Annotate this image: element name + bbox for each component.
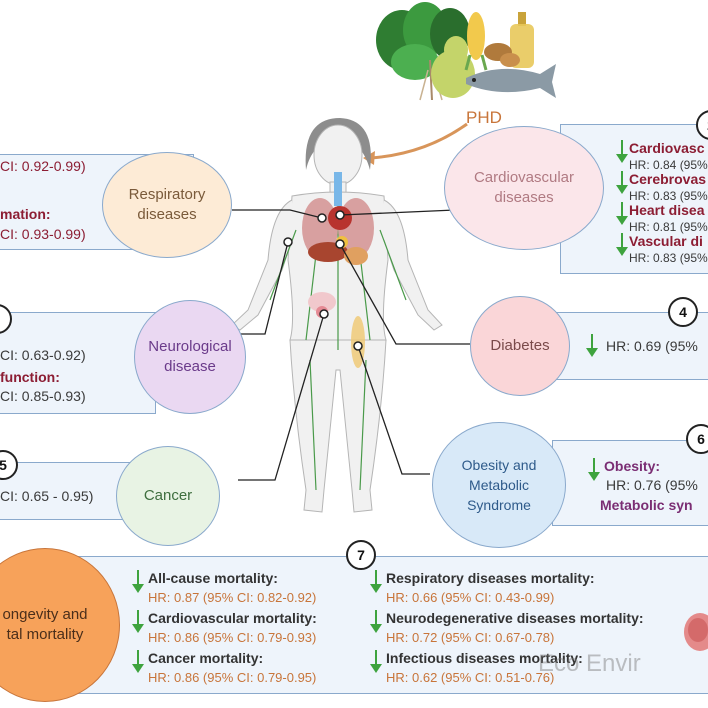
healthy-food-illustration (376, 2, 556, 101)
down-arrow-icon (586, 334, 598, 357)
mortality-item-hr: HR: 0.72 (95% CI: 0.67-0.78) (386, 630, 555, 645)
down-arrow-icon (132, 610, 144, 633)
respiratory-hr-2: CI: 0.93-0.99) (0, 226, 86, 242)
mortality-item-title: Cancer mortality: (148, 650, 264, 666)
cardiovascular-item-title: Cardiovasc (629, 140, 705, 156)
neurological-title-2: function: (0, 369, 60, 385)
cardiovascular-item-hr: HR: 0.83 (95% (629, 189, 708, 203)
mortality-item-hr: HR: 0.66 (95% CI: 0.43-0.99) (386, 590, 555, 605)
mortality-item-title: Cardiovascular mortality: (148, 610, 317, 626)
cardiovascular-circle: Cardiovascular diseases (444, 126, 604, 250)
mortality-item-title: Neurodegenerative diseases mortality: (386, 610, 644, 626)
down-arrow-icon (616, 171, 628, 194)
neurological-circle: Neurological disease (134, 300, 246, 414)
neurological-panel (0, 312, 156, 414)
down-arrow-icon (616, 233, 628, 256)
diet-label: PHD (466, 108, 502, 127)
cardiovascular-item-title: Heart disea (629, 202, 705, 218)
down-arrow-icon (132, 650, 144, 673)
mortality-item-hr: HR: 0.62 (95% CI: 0.51-0.76) (386, 670, 555, 685)
longevity-badge: 7 (346, 540, 376, 570)
obesity-title: Obesity: (604, 458, 661, 474)
down-arrow-icon (588, 458, 600, 481)
diabetes-hr: HR: 0.69 (95% (606, 338, 698, 354)
watermark-text: Eco Envir (538, 650, 641, 677)
cancer-hr: CI: 0.65 - 0.95) (0, 488, 94, 504)
longevity-panel (60, 556, 708, 694)
respiratory-title-2: mation: (0, 206, 51, 222)
mortality-item-hr: HR: 0.86 (95% CI: 0.79-0.95) (148, 670, 317, 685)
neurological-hr-2: CI: 0.85-0.93) (0, 388, 86, 404)
down-arrow-icon (370, 650, 382, 673)
mortality-item-hr: HR: 0.86 (95% CI: 0.79-0.93) (148, 630, 317, 645)
mortality-item-title: Infectious diseases mortality: (386, 650, 583, 666)
longevity-circle: ongevity and tal mortality (0, 548, 120, 702)
down-arrow-icon (370, 570, 382, 593)
diabetes-circle: Diabetes (470, 296, 570, 396)
mortality-item-title: All-cause mortality: (148, 570, 278, 586)
cardiovascular-item-hr: HR: 0.83 (95% (629, 251, 708, 265)
down-arrow-icon (616, 202, 628, 225)
cardiovascular-item-title: Vascular di (629, 233, 703, 249)
obesity-hr: HR: 0.76 (95% (606, 477, 698, 493)
mortality-item-title: Respiratory diseases mortality: (386, 570, 595, 586)
cardiovascular-item-title: Cerebrovas (629, 171, 707, 187)
down-arrow-icon (132, 570, 144, 593)
cancer-circle: Cancer (116, 446, 220, 546)
obesity-circle: Obesity and Metabolic Syndrome (432, 422, 566, 548)
neurological-hr-1: CI: 0.63-0.92) (0, 347, 86, 363)
obesity-badge: 6 (686, 424, 708, 454)
respiratory-circle: Respiratory diseases (102, 152, 232, 258)
down-arrow-icon (370, 610, 382, 633)
respiratory-hr-1: CI: 0.92-0.99) (0, 158, 86, 174)
down-arrow-icon (616, 140, 628, 163)
diabetes-badge: 4 (668, 297, 698, 327)
metabolic-title: Metabolic syn (600, 497, 693, 513)
cardiovascular-item-hr: HR: 0.81 (95% (629, 220, 708, 234)
cardiovascular-item-hr: HR: 0.84 (95% (629, 158, 708, 172)
organ-icon (684, 613, 708, 651)
mortality-item-hr: HR: 0.87 (95% CI: 0.82-0.92) (148, 590, 317, 605)
human-body-illustration (231, 118, 443, 513)
